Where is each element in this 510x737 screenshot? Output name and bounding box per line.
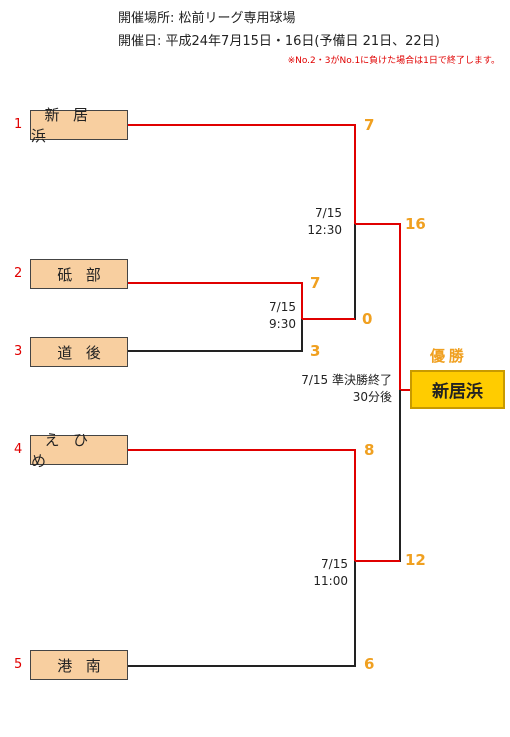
team-box-4: えひめ bbox=[30, 431, 128, 470]
team-box-1: 新居浜 bbox=[30, 106, 128, 145]
team-box-2: 砥部 bbox=[30, 259, 128, 289]
line-semi2 bbox=[355, 390, 401, 562]
line-team3 bbox=[128, 319, 303, 352]
score-semi2-top: 8 bbox=[364, 441, 375, 459]
champion-box: 新居浜 bbox=[410, 370, 505, 409]
schedule-final-line2: 30分後 bbox=[352, 390, 392, 404]
score-final-top: 16 bbox=[405, 215, 426, 233]
champion-label: 優勝 bbox=[430, 347, 468, 365]
score-first-round-bottom: 3 bbox=[310, 342, 321, 360]
line-team2 bbox=[128, 282, 303, 319]
score-semi2-bottom: 6 bbox=[364, 655, 375, 673]
seed-5: 5 bbox=[14, 657, 23, 672]
seed-1: 1 bbox=[14, 117, 23, 132]
schedule-first-round: 7/15 9:30 bbox=[250, 299, 296, 333]
schedule-semi1: 7/15 12:30 bbox=[296, 205, 342, 239]
score-semi1-top: 7 bbox=[364, 116, 375, 134]
schedule-final-line1: 7/15 準決勝終了 bbox=[301, 373, 392, 387]
seed-2: 2 bbox=[14, 266, 23, 281]
team-box-5: 港南 bbox=[30, 650, 128, 680]
seed-4: 4 bbox=[14, 442, 23, 457]
schedule-final: 7/15 準決勝終了 30分後 bbox=[268, 372, 392, 406]
venue-text: 開催場所: 松前リーグ専用球場 bbox=[118, 11, 296, 26]
schedule-semi2: 7/15 11:00 bbox=[296, 556, 348, 590]
schedule-first-round-time: 9:30 bbox=[269, 317, 296, 331]
note-text: ※No.2・3がNo.1に負けた場合は1日で終了します。 bbox=[287, 56, 500, 66]
team-box-3: 道後 bbox=[30, 337, 128, 367]
schedule-first-round-date: 7/15 bbox=[269, 300, 296, 314]
schedule-semi2-time: 11:00 bbox=[313, 574, 348, 588]
score-semi1-bottom: 0 bbox=[362, 310, 373, 328]
line-team5 bbox=[128, 561, 356, 667]
score-first-round-top: 7 bbox=[310, 274, 321, 292]
line-team1 bbox=[128, 124, 356, 224]
schedule-semi1-date: 7/15 bbox=[315, 206, 342, 220]
schedule-semi2-date: 7/15 bbox=[321, 557, 348, 571]
dates-text: 開催日: 平成24年7月15日・16日(予備日 21日、22日) bbox=[118, 34, 440, 49]
schedule-semi1-time: 12:30 bbox=[307, 223, 342, 237]
line-semi1-winner bbox=[355, 223, 401, 390]
score-final-bottom: 12 bbox=[405, 551, 426, 569]
line-team4 bbox=[128, 449, 356, 561]
seed-3: 3 bbox=[14, 344, 23, 359]
